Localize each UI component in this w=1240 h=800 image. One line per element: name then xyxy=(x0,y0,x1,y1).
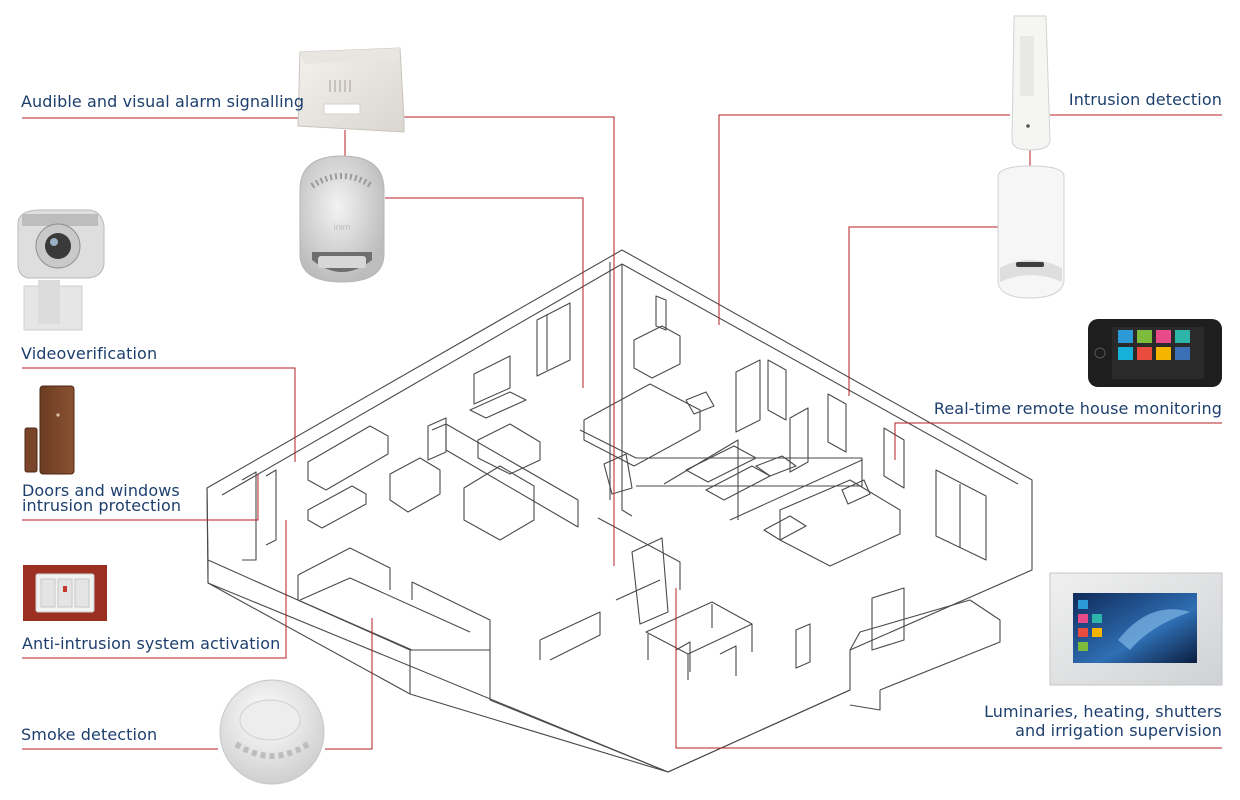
label-audible-alarm: Audible and visual alarm signalling xyxy=(21,92,305,111)
label-anti-intrusion-activation: Anti-intrusion system activation xyxy=(22,634,281,653)
curtain-sensor-icon xyxy=(1011,15,1051,151)
callout-lines xyxy=(22,114,1222,750)
touchscreen-icon xyxy=(1049,572,1223,686)
label-supervision-line1: Luminaries, heating, shutters xyxy=(984,702,1222,721)
label-videoverification: Videoverification xyxy=(21,344,158,363)
callout-line-siren xyxy=(385,197,584,388)
siren-brand-mark: inim xyxy=(334,222,351,232)
callout-line-remote xyxy=(894,422,1222,460)
magnetic-contact-icon xyxy=(24,385,75,475)
callout-line-audible xyxy=(22,116,615,566)
switch-plate-icon xyxy=(23,565,107,621)
callout-line-supervision xyxy=(675,588,1222,749)
label-doors-windows-line1: Doors and windows xyxy=(22,481,180,500)
callout-line-intrusion xyxy=(718,114,1222,325)
label-remote-monitoring: Real-time remote house monitoring xyxy=(933,399,1222,418)
camera-icon xyxy=(17,209,105,331)
smoke-detector-icon xyxy=(219,679,325,785)
label-doors-windows-line2: intrusion protection xyxy=(22,496,182,515)
label-intrusion-detection: Intrusion detection xyxy=(1068,90,1222,109)
callout-line-pir xyxy=(848,226,998,396)
siren-icon xyxy=(297,47,405,133)
callout-line-doors xyxy=(22,474,259,521)
label-smoke-detection: Smoke detection xyxy=(21,725,158,744)
callout-line-smoke xyxy=(22,618,373,750)
pir-sensor-icon xyxy=(997,165,1065,299)
house-floor-plan xyxy=(206,249,1033,773)
label-supervision-line2: and irrigation supervision xyxy=(1015,721,1222,740)
smartphone-icon xyxy=(1088,319,1222,387)
callout-line-video xyxy=(22,367,296,462)
callout-line-activation xyxy=(22,520,287,659)
speaker-siren-icon: inim xyxy=(299,155,385,283)
